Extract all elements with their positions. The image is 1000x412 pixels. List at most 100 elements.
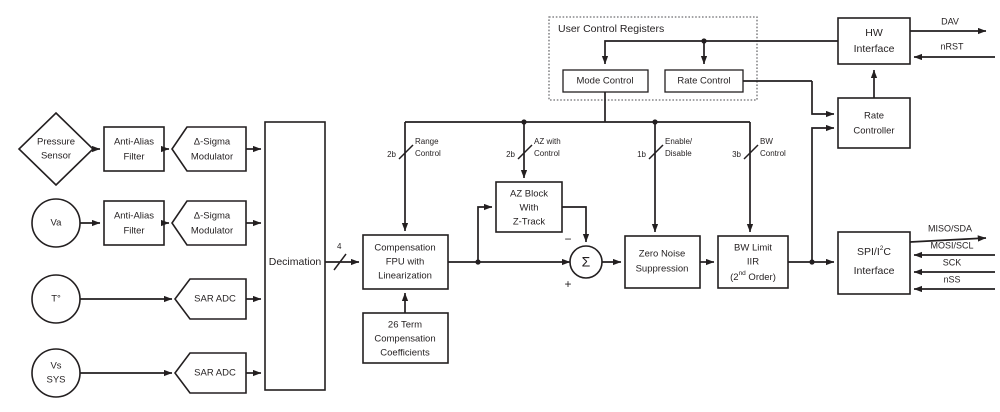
control-signal-az-with-control: 2b AZ with Control (506, 137, 561, 160)
delta-sigma-modulator-1-line2: Modulator (191, 152, 233, 163)
mode-control-label: Mode Control (576, 76, 633, 87)
sar-adc-2: SAR ADC (174, 352, 247, 394)
delta-sigma-modulator-1: Δ-Sigma Modulator (171, 126, 247, 172)
delta-sigma-modulator-1-line1: Δ-Sigma (194, 137, 231, 148)
zero-noise-line2: Suppression (636, 264, 689, 275)
rate-controller-line1: Rate (864, 111, 884, 122)
az-with-control-bits: 2b (506, 150, 515, 159)
io-mosi-scl: MOSI/SCL (913, 240, 995, 259)
summing-junction: Σ − + (564, 232, 603, 291)
nrst-label: nRST (940, 41, 964, 51)
anti-alias-filter-2: Anti-Alias Filter (103, 200, 165, 246)
zero-noise-suppression-block: Zero Noise Suppression (624, 235, 701, 289)
compensation-fpu-line3: Linearization (378, 271, 432, 282)
control-signal-range-control: 2b Range Control (387, 137, 441, 160)
rate-controller-line2: Controller (853, 126, 894, 137)
source-va-label: Va (51, 218, 63, 229)
rate-control-register[interactable]: Rate Control (664, 69, 744, 93)
sar-adc-1-label: SAR ADC (194, 294, 236, 305)
enable-disable-bits: 1b (637, 150, 646, 159)
io-sck: SCK (913, 257, 995, 276)
io-dav: DAV (910, 16, 987, 35)
bw-control-bits: 3b (732, 150, 741, 159)
anti-alias-filter-1-line1: Anti-Alias (114, 137, 154, 148)
compensation-coefficients-block: 26 Term Compensation Coefficients (362, 312, 449, 364)
summer-symbol: Σ (582, 254, 591, 270)
source-vs-sys-line1: Vs (50, 361, 61, 372)
dav-label: DAV (941, 16, 959, 26)
bw-limit-line1: BW Limit (734, 243, 772, 254)
rate-control-label: Rate Control (677, 76, 730, 87)
miso-sda-label: MISO/SDA (928, 223, 972, 233)
source-pressure-sensor-line1: Pressure (37, 137, 75, 148)
spi-i2c-line1: SPI/I2C (857, 245, 891, 258)
az-block-line3: Z-Track (513, 217, 546, 228)
mode-control-bus (401, 92, 754, 233)
wire-decimation-to-fpu: 4 (325, 242, 360, 271)
compensation-fpu-block: Compensation FPU with Linearization (362, 234, 449, 290)
delta-sigma-modulator-2-line1: Δ-Sigma (194, 211, 231, 222)
source-temperature: T° (31, 274, 81, 324)
spi-i2c-line2: Interface (854, 265, 895, 277)
anti-alias-filter-1: Anti-Alias Filter (103, 126, 165, 172)
source-va: Va (31, 198, 81, 248)
source-pressure-sensor: Pressure Sensor (17, 111, 95, 187)
coefficients-line2: Compensation (374, 334, 435, 345)
az-with-control-line2: Control (534, 149, 560, 158)
az-block-line1: AZ Block (510, 189, 548, 200)
coefficients-line3: Coefficients (380, 348, 430, 359)
io-nrst: nRST (913, 41, 995, 61)
hw-interface-line1: HW (865, 27, 883, 39)
source-vs-sys: Vs SYS (31, 348, 81, 398)
decimation-bus-width-label: 4 (337, 242, 342, 251)
bw-control-line2: Control (760, 149, 786, 158)
bw-limit-line3: (2nd Order) (730, 270, 776, 283)
io-miso-sda: MISO/SDA (909, 223, 987, 243)
anti-alias-filter-1-line2: Filter (123, 152, 144, 163)
hw-interface-block: HW Interface (837, 17, 911, 65)
compensation-fpu-line2: FPU with (386, 257, 425, 268)
control-signal-bw-control: 3b BW Control (732, 137, 786, 160)
sar-adc-2-label: SAR ADC (194, 368, 236, 379)
decimation-label: Decimation (269, 256, 322, 268)
wires-fpu-output (448, 203, 590, 266)
io-nss: nSS (913, 274, 995, 293)
az-block-line2: With (520, 203, 539, 214)
user-control-registers-group: User Control Registers (548, 16, 758, 101)
control-signal-enable-disable: 1b Enable/ Disable (637, 137, 693, 160)
coefficients-line1: 26 Term (388, 320, 422, 331)
enable-disable-line1: Enable/ (665, 137, 693, 146)
mosi-scl-label: MOSI/SCL (930, 240, 973, 250)
summer-minus-sign: − (564, 232, 571, 246)
range-control-line1: Range (415, 137, 439, 146)
wires-post-summer (602, 124, 835, 266)
decimation-block: Decimation (264, 121, 326, 391)
wires-front-end (80, 145, 262, 377)
az-with-control-line1: AZ with (534, 137, 561, 146)
nss-label: nSS (943, 274, 960, 284)
bw-limit-block: BW Limit IIR (2nd Order) (717, 235, 789, 289)
hw-interface-line2: Interface (854, 43, 895, 55)
mode-control-register[interactable]: Mode Control (562, 69, 649, 93)
compensation-fpu-line1: Compensation (374, 243, 435, 254)
range-control-line2: Control (415, 149, 441, 158)
delta-sigma-modulator-2: Δ-Sigma Modulator (171, 200, 247, 246)
source-vs-sys-line2: SYS (46, 375, 65, 386)
spi-i2c-interface-block: SPI/I2C Interface (837, 231, 911, 295)
user-control-registers-label: User Control Registers (558, 23, 664, 35)
delta-sigma-modulator-2-line2: Modulator (191, 226, 233, 237)
sck-label: SCK (943, 257, 962, 267)
anti-alias-filter-2-line1: Anti-Alias (114, 211, 154, 222)
rate-controller-block: Rate Controller (837, 97, 911, 149)
az-block: AZ Block With Z-Track (495, 181, 563, 233)
wire-rate-control-to-rate-controller (743, 80, 835, 118)
range-control-bits: 2b (387, 150, 396, 159)
summer-plus-sign: + (564, 277, 571, 291)
wires-hw-interface-to-registers (601, 38, 838, 65)
anti-alias-filter-2-line2: Filter (123, 226, 144, 237)
enable-disable-line2: Disable (665, 149, 692, 158)
source-temperature-label: T° (51, 294, 61, 305)
zero-noise-line1: Zero Noise (639, 249, 685, 260)
